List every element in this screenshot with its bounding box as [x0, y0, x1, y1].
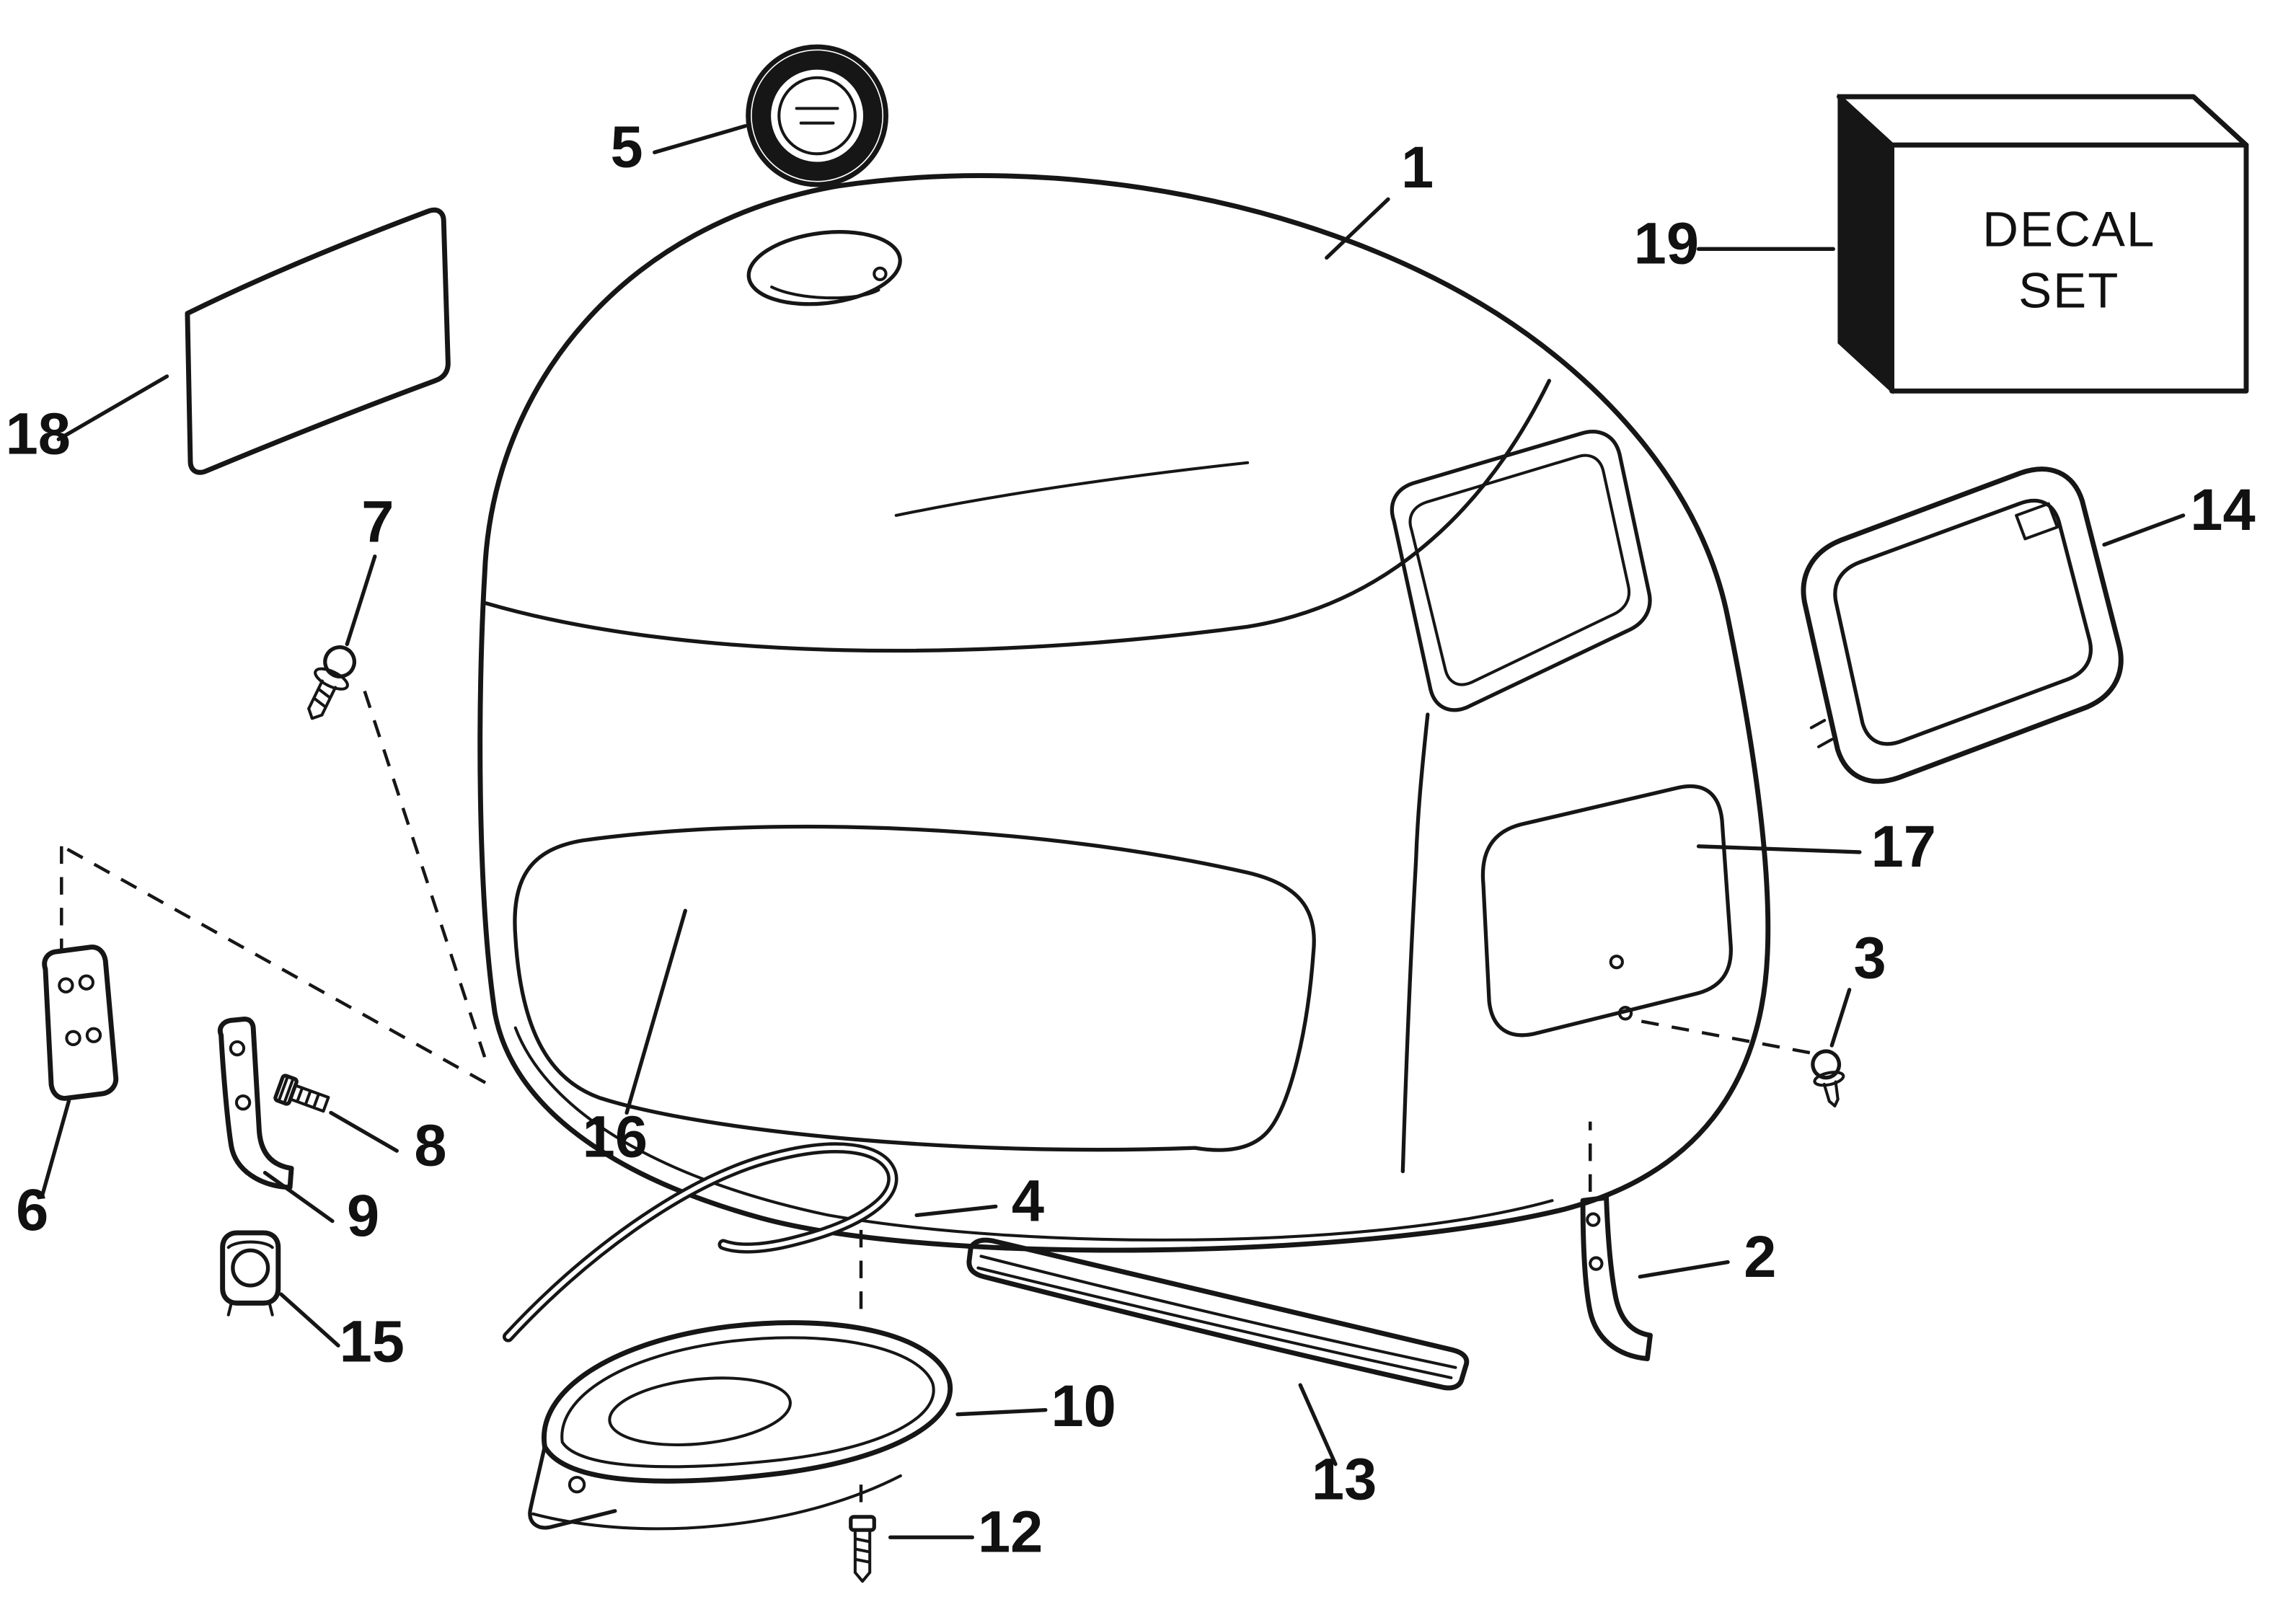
callout-9-label: 9	[347, 1183, 379, 1249]
leader-16	[624, 908, 687, 1115]
side-panel-hole-lower	[1617, 1006, 1633, 1021]
callout-4-label: 4	[1012, 1169, 1044, 1234]
callout-12-label: 12	[978, 1500, 1043, 1565]
front-screw	[307, 645, 357, 720]
leader-18	[56, 374, 169, 441]
callout-18-label: 18	[6, 402, 71, 467]
cover-side-crease	[1400, 712, 1430, 1174]
decal-box-front-face	[1889, 142, 2249, 394]
callout-1-label: 1	[1401, 135, 1434, 200]
leader-lines	[40, 124, 2186, 1539]
callout-19-label: 19	[1634, 211, 1699, 277]
cover-window-outer	[1390, 430, 1652, 712]
callout-labels: 1 2 3 4 5 6 7 8 9 10 12 13 14 15 16 17 1…	[6, 115, 2256, 1565]
leader-13	[1298, 1383, 1338, 1466]
leader-17	[1696, 844, 1862, 854]
callout-8-label: 8	[414, 1112, 446, 1178]
callout-13-label: 13	[1312, 1446, 1377, 1512]
silencer-screw	[849, 1515, 876, 1583]
cover-window-inner	[1408, 453, 1631, 686]
front-seal	[503, 1142, 898, 1342]
cable-clamp	[220, 1230, 281, 1317]
leader-10	[955, 1407, 1048, 1417]
callout-14-label: 14	[2190, 477, 2255, 543]
leader-7	[345, 554, 377, 647]
leader-2	[1638, 1260, 1730, 1279]
side-panel-hole-upper	[1609, 955, 1624, 970]
callout-6-label: 6	[16, 1177, 48, 1243]
callout-5-label: 5	[611, 115, 643, 180]
cover-top-crease	[484, 379, 1552, 653]
callout-10-label: 10	[1051, 1373, 1116, 1439]
callout-2-label: 2	[1744, 1224, 1776, 1290]
alignment-dashed-lines	[60, 690, 1811, 1514]
decal-box-label-line1: DECAL	[1982, 200, 2155, 257]
lower-seal-strip	[966, 1237, 1470, 1391]
leader-1	[1325, 197, 1390, 260]
leader-8	[329, 1110, 399, 1153]
cover-bottom-rim	[513, 1026, 1554, 1242]
bracket-screw	[273, 1074, 330, 1113]
cover-front-panel	[513, 824, 1316, 1152]
cover-top-accent	[894, 461, 1250, 517]
front-bracket	[217, 1016, 294, 1190]
leader-9	[262, 1170, 335, 1224]
callout-3-label: 3	[1854, 926, 1886, 991]
emblem	[746, 44, 888, 187]
window-frame-seal	[1801, 466, 2124, 784]
decal-box-top-face	[1836, 94, 2249, 148]
callout-15-label: 15	[340, 1309, 405, 1375]
mount-plate	[42, 944, 119, 1101]
cover-top-oval	[746, 230, 902, 306]
decal-set-box: DECAL SET	[1836, 93, 2249, 394]
frame-tab	[2015, 502, 2059, 541]
decal-box-label-line2: SET	[2018, 262, 2119, 319]
leader-4	[914, 1204, 998, 1218]
callout-17-label: 17	[1871, 814, 1936, 880]
leader-3	[1829, 988, 1852, 1048]
callout-7-label: 7	[361, 489, 394, 554]
rear-bracket	[1580, 1195, 1653, 1361]
leader-14	[2102, 513, 2186, 547]
leader-6	[40, 1099, 71, 1197]
side-panel-plate	[185, 207, 451, 475]
leader-15	[279, 1292, 340, 1348]
engine-cover	[477, 173, 1771, 1253]
callout-16-label: 16	[583, 1104, 648, 1169]
air-silencer-cup	[528, 1320, 953, 1531]
leader-5	[653, 124, 748, 154]
rear-screw	[1811, 1049, 1845, 1108]
engine-cover-silhouette	[477, 173, 1771, 1253]
cover-side-panel	[1480, 784, 1733, 1037]
